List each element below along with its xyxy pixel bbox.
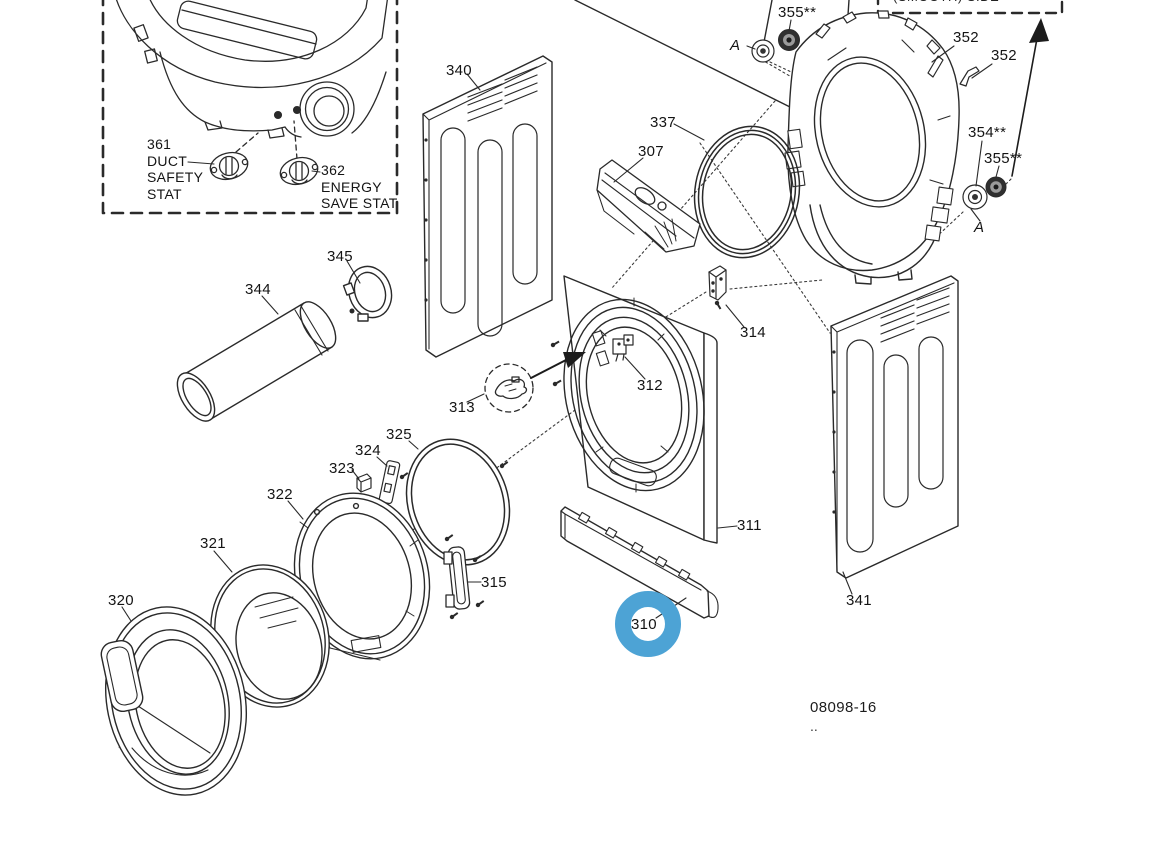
label-362-line1: ENERGY — [321, 178, 382, 195]
label-355-right[interactable]: 355** — [984, 150, 1023, 167]
label-321[interactable]: 321 — [200, 535, 226, 552]
bracket-314 — [708, 265, 727, 301]
washer-A-right — [962, 184, 988, 210]
screws — [399, 300, 722, 620]
label-345[interactable]: 345 — [327, 248, 353, 265]
label-323[interactable]: 323 — [329, 460, 355, 477]
label-337[interactable]: 337 — [650, 114, 676, 131]
footer-dots: .. — [810, 718, 818, 734]
top-right-inset-box — [876, 0, 1064, 15]
label-322[interactable]: 322 — [267, 486, 293, 503]
label-325[interactable]: 325 — [386, 426, 412, 443]
energy-save-stat-362 — [279, 156, 319, 186]
inset-note-partial: (SMOOTH) SIDE — [893, 0, 1063, 7]
shim-352-right — [959, 66, 980, 87]
label-311[interactable]: 311 — [737, 517, 762, 534]
inner-door-frame-322 — [293, 492, 431, 661]
label-314[interactable]: 314 — [740, 324, 766, 341]
drawing-number: 08098-16 — [810, 699, 877, 716]
leader-lines — [121, 19, 1000, 622]
label-355-left[interactable]: 355** — [778, 4, 817, 21]
toe-panel-310 — [560, 506, 719, 619]
label-361-line1: DUCT — [147, 152, 188, 169]
label-340[interactable]: 340 — [446, 62, 472, 79]
label-341[interactable]: 341 — [846, 592, 872, 609]
label-ref-A-right[interactable]: A — [974, 219, 985, 236]
label-315[interactable]: 315 — [481, 574, 507, 591]
door-hinge-315 — [443, 546, 471, 610]
front-bulkhead-assembly — [784, 10, 960, 285]
label-362-line2: SAVE STAT — [321, 195, 398, 211]
door-latch-323 — [356, 473, 372, 493]
label-310[interactable]: 310 — [631, 616, 657, 633]
label-320[interactable]: 320 — [108, 592, 134, 609]
label-ref-A-left[interactable]: A — [730, 37, 741, 54]
label-352-left[interactable]: 352 — [953, 29, 979, 46]
latch-plate-324 — [378, 460, 401, 505]
washer-A-left — [751, 39, 775, 63]
label-361-duct-safety-stat[interactable]: 361 DUCT SAFETY STAT — [147, 136, 203, 202]
label-344[interactable]: 344 — [245, 281, 271, 298]
lint-filter-307 — [596, 159, 701, 253]
highlight-ring — [615, 591, 681, 657]
label-307[interactable]: 307 — [638, 143, 664, 160]
label-324[interactable]: 324 — [355, 442, 381, 459]
door-seal-337 — [693, 125, 801, 259]
door-switch-312 — [612, 334, 634, 362]
label-361-num: 361 — [147, 136, 172, 152]
outer-door-320 — [100, 606, 248, 796]
label-352-right[interactable]: 352 — [991, 47, 1017, 64]
pointer-arrow — [530, 352, 586, 379]
label-362-energy-save-stat[interactable]: 362 ENERGY SAVE STAT — [321, 162, 398, 212]
pad-355-left — [778, 29, 800, 51]
label-312[interactable]: 312 — [637, 377, 663, 394]
side-panel-341 — [830, 275, 959, 579]
side-panel-340 — [422, 55, 553, 358]
label-313[interactable]: 313 — [449, 399, 475, 416]
label-362-num: 362 — [321, 162, 346, 178]
front-panel-311 — [563, 275, 718, 544]
label-354[interactable]: 354** — [968, 124, 1007, 141]
pad-355-right — [985, 176, 1007, 198]
label-361-line2: SAFETY — [147, 169, 204, 185]
duct-safety-stat-361 — [209, 151, 249, 181]
heater-housing-assembly — [116, 0, 388, 160]
duct-clamp-345 — [342, 265, 393, 322]
up-arrow — [1011, 18, 1049, 177]
vent-duct-344 — [176, 301, 337, 422]
clip-313 — [484, 363, 534, 413]
label-361-line3: STAT — [147, 185, 182, 202]
heater-inset-box — [101, 0, 399, 215]
shim-352-left — [927, 55, 944, 78]
